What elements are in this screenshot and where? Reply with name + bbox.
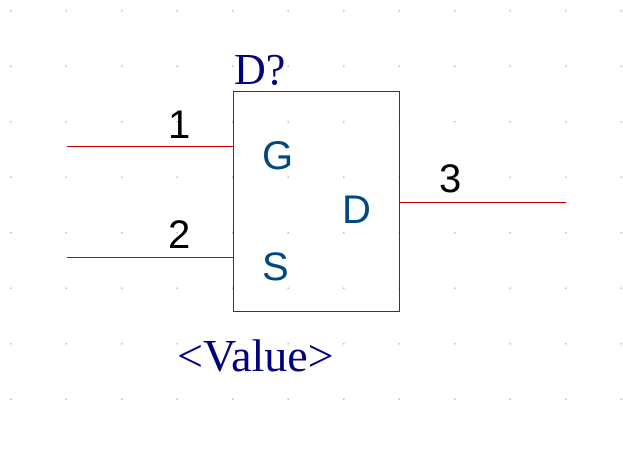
designator-label[interactable]: D? xyxy=(234,45,285,94)
value-label[interactable]: <Value> xyxy=(177,330,334,381)
component-body[interactable] xyxy=(233,91,400,312)
pin-3-number: 3 xyxy=(439,157,461,201)
pin-1-name: G xyxy=(262,134,293,178)
pin-2-number: 2 xyxy=(168,213,190,257)
pin-1-number: 1 xyxy=(168,103,190,147)
pin-3-name: D xyxy=(342,188,371,232)
pin-2-name: S xyxy=(262,245,289,289)
